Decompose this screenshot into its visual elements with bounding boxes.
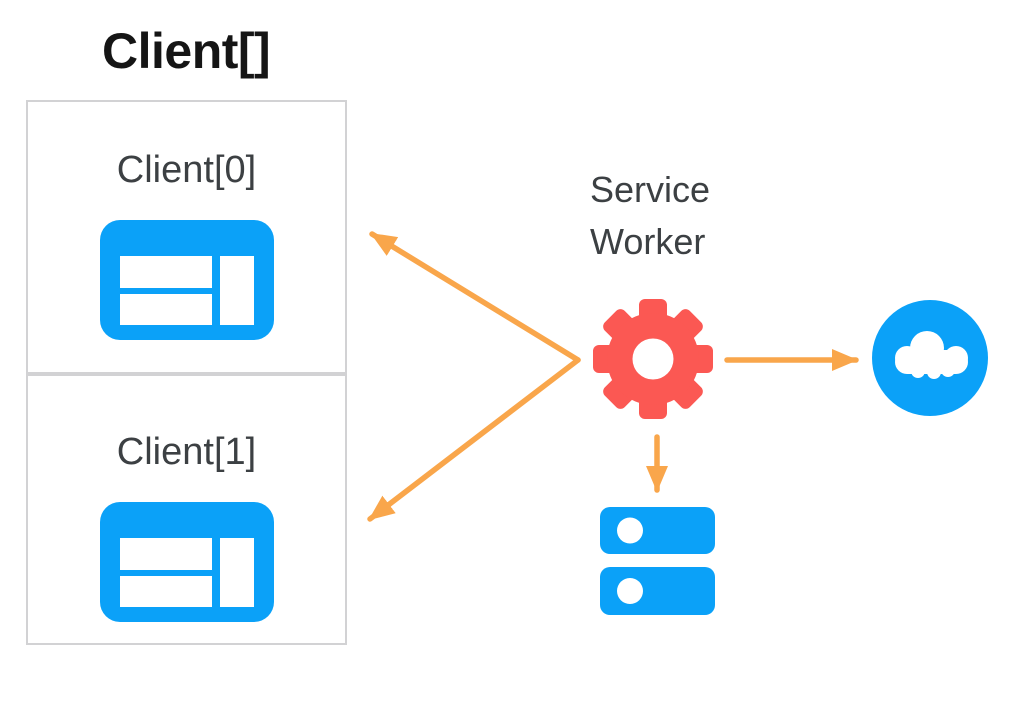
service-worker-label: Service Worker xyxy=(590,169,711,262)
diagram-title: Client[] xyxy=(102,23,271,79)
client-1-box: Client[1] xyxy=(26,374,347,645)
server-stack-icon xyxy=(600,507,715,615)
browser-window-icon xyxy=(99,220,274,340)
arrow-service-worker-to-client0 xyxy=(369,231,581,363)
arrow-service-worker-to-client1 xyxy=(367,357,581,522)
client-1-label: Client[1] xyxy=(116,431,257,473)
client-0-label: Client[0] xyxy=(116,149,257,191)
browser-window-icon xyxy=(99,502,274,622)
gear-icon xyxy=(593,299,713,419)
client-0-box: Client[0] xyxy=(26,100,347,374)
cloud-icon xyxy=(872,300,988,416)
